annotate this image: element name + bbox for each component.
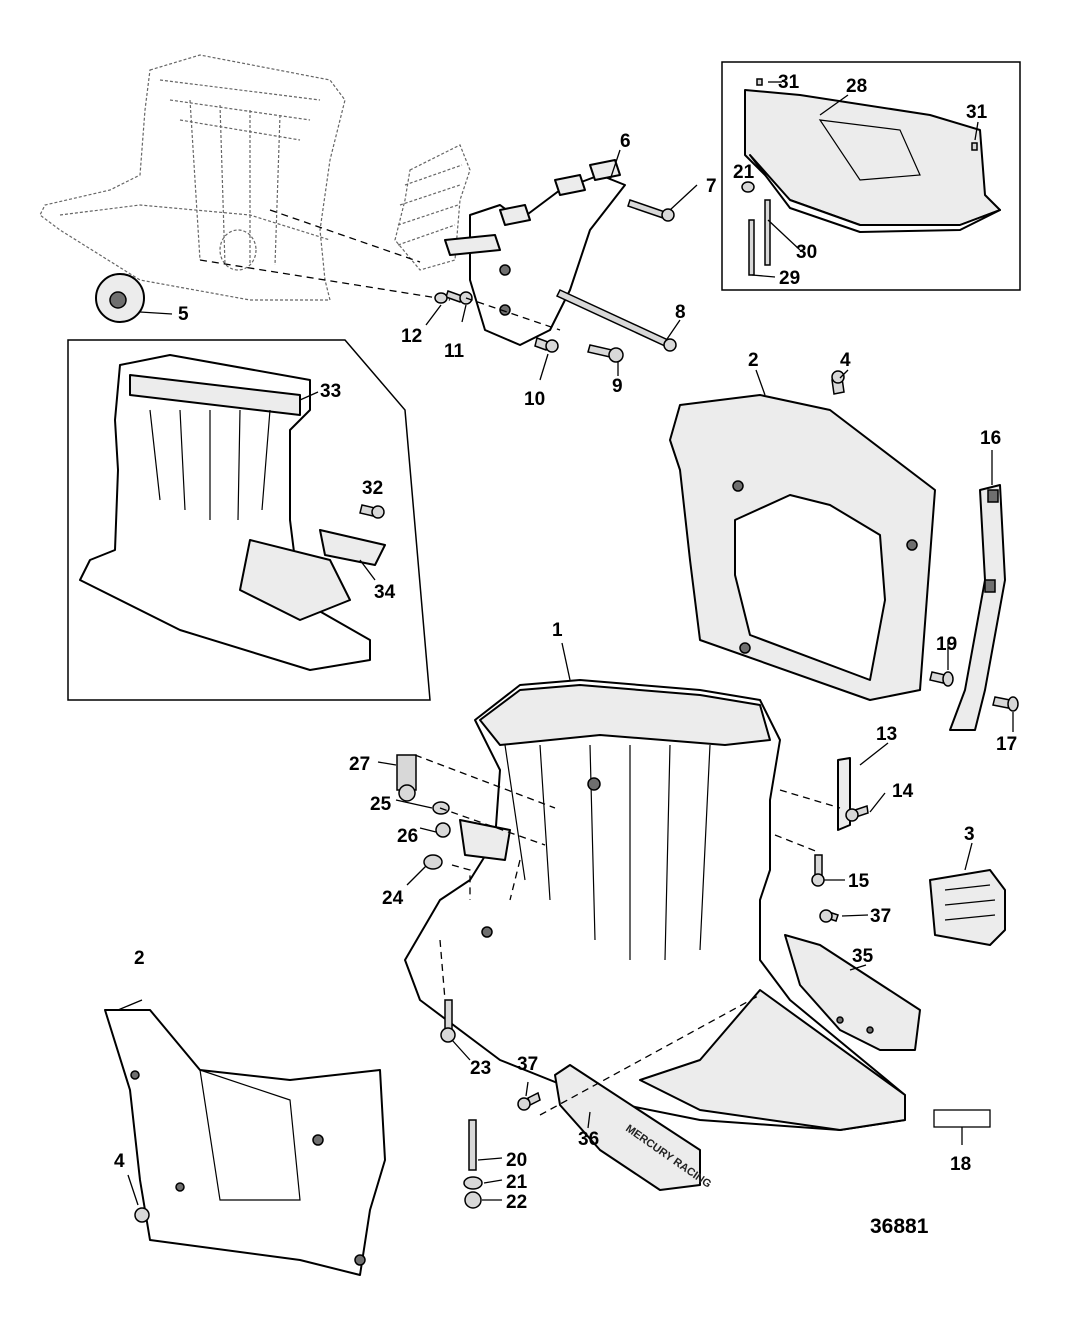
callout-14: 14 bbox=[892, 781, 914, 802]
part-2-side-cowl-left bbox=[104, 1009, 386, 1276]
callout-18: 18 bbox=[950, 1154, 971, 1175]
callout-37-right: 37 bbox=[870, 906, 891, 927]
part-2-side-cowl-right bbox=[669, 370, 936, 701]
part-6-bracket bbox=[444, 159, 626, 346]
part-1-main-housing bbox=[404, 679, 906, 1131]
callout-2-right: 2 bbox=[748, 350, 759, 371]
callout-13: 13 bbox=[876, 724, 897, 745]
callout-30: 30 bbox=[796, 242, 817, 263]
alignment-lines bbox=[414, 754, 841, 1116]
callout-10: 10 bbox=[524, 389, 545, 410]
callout-15: 15 bbox=[848, 871, 870, 892]
inset-panel-top-right bbox=[721, 61, 1021, 291]
callout-29: 29 bbox=[779, 268, 800, 289]
callout-31-left: 31 bbox=[778, 72, 800, 93]
callout-5: 5 bbox=[178, 304, 189, 325]
part-18-label bbox=[933, 1109, 991, 1145]
callout-1: 1 bbox=[552, 620, 563, 641]
ghost-reference-assembly bbox=[39, 54, 471, 301]
callout-11: 11 bbox=[444, 341, 465, 362]
callout-2-left: 2 bbox=[134, 948, 145, 969]
callout-3: 3 bbox=[964, 824, 975, 845]
part-3-block bbox=[929, 869, 1006, 946]
callout-4-left: 4 bbox=[114, 1151, 125, 1172]
callout-9: 9 bbox=[612, 376, 623, 397]
callout-7: 7 bbox=[706, 176, 717, 197]
callout-21-inset: 21 bbox=[733, 162, 755, 183]
callout-19: 19 bbox=[936, 634, 957, 655]
callout-8: 8 bbox=[675, 302, 686, 323]
callout-24: 24 bbox=[382, 888, 404, 909]
callout-22: 22 bbox=[506, 1192, 527, 1213]
callout-32: 32 bbox=[362, 478, 383, 499]
callout-leaders bbox=[117, 81, 1014, 1206]
callout-37-lower: 37 bbox=[517, 1054, 538, 1075]
callout-33: 33 bbox=[320, 381, 341, 402]
callout-26: 26 bbox=[397, 826, 418, 847]
callout-35: 35 bbox=[852, 946, 874, 967]
callout-labels: 1 2 2 3 4 4 5 6 7 8 9 10 11 12 13 14 15 … bbox=[114, 72, 1017, 1213]
callout-4-right: 4 bbox=[840, 350, 851, 371]
callout-16: 16 bbox=[980, 428, 1001, 449]
callout-20: 20 bbox=[506, 1150, 527, 1171]
callout-34: 34 bbox=[374, 582, 396, 603]
ghost-assembly-dashed-links bbox=[199, 209, 451, 301]
callout-27: 27 bbox=[349, 754, 370, 775]
callout-12: 12 bbox=[401, 326, 422, 347]
callout-17: 17 bbox=[996, 734, 1017, 755]
callout-23: 23 bbox=[470, 1058, 491, 1079]
callout-25: 25 bbox=[370, 794, 392, 815]
callout-28: 28 bbox=[846, 76, 867, 97]
part-5-cap bbox=[95, 273, 173, 323]
inset-panel-left bbox=[67, 339, 431, 701]
fasteners-upper bbox=[434, 199, 677, 363]
callout-6: 6 bbox=[620, 131, 631, 152]
part-16-trim-strip bbox=[949, 484, 1006, 731]
figure-number: 36881 bbox=[870, 1215, 929, 1238]
fasteners-side bbox=[929, 671, 1019, 712]
callout-21-lower: 21 bbox=[506, 1172, 528, 1193]
callout-36: 36 bbox=[578, 1129, 599, 1150]
part-35-skeg-plate bbox=[784, 934, 921, 1051]
callout-31-right: 31 bbox=[966, 102, 988, 123]
